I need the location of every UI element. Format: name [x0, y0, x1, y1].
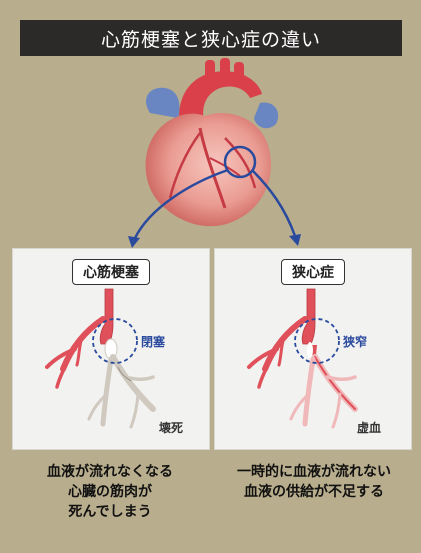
caption-line: 血液の供給が不足する [244, 484, 384, 500]
page-title: 心筋梗塞と狭心症の違い [20, 20, 402, 56]
angina-caption: 一時的に血液が流れない 血液の供給が不足する [214, 462, 414, 502]
angina-panel: 狭心症 狭窄 虚血 [214, 248, 412, 450]
occluded-artery-illustration [45, 288, 156, 429]
caption-line: 死んでしまう [68, 504, 152, 520]
stenosis-label: 狭窄 [343, 335, 368, 349]
ischemia-label: 虚血 [357, 421, 382, 435]
infarction-label: 心筋梗塞 [72, 259, 150, 285]
necrosis-label: 壊死 [159, 421, 184, 435]
narrowed-artery-illustration [247, 288, 358, 429]
occlusion-label: 閉塞 [141, 335, 166, 349]
heart-illustration [128, 58, 301, 248]
infarction-panel: 心筋梗塞 閉塞 壊死 [12, 248, 210, 450]
caption-line: 一時的に血液が流れない [237, 464, 391, 480]
angina-label: 狭心症 [281, 259, 345, 285]
caption-line: 血液が流れなくなる [47, 464, 173, 480]
stenosis-highlight-icon [294, 318, 340, 364]
focus-circle-icon [223, 145, 257, 179]
occlusion-highlight-icon [92, 318, 138, 364]
infarction-caption: 血液が流れなくなる 心臓の筋肉が 死んでしまう [10, 462, 210, 522]
caption-line: 心臓の筋肉が [68, 484, 152, 500]
